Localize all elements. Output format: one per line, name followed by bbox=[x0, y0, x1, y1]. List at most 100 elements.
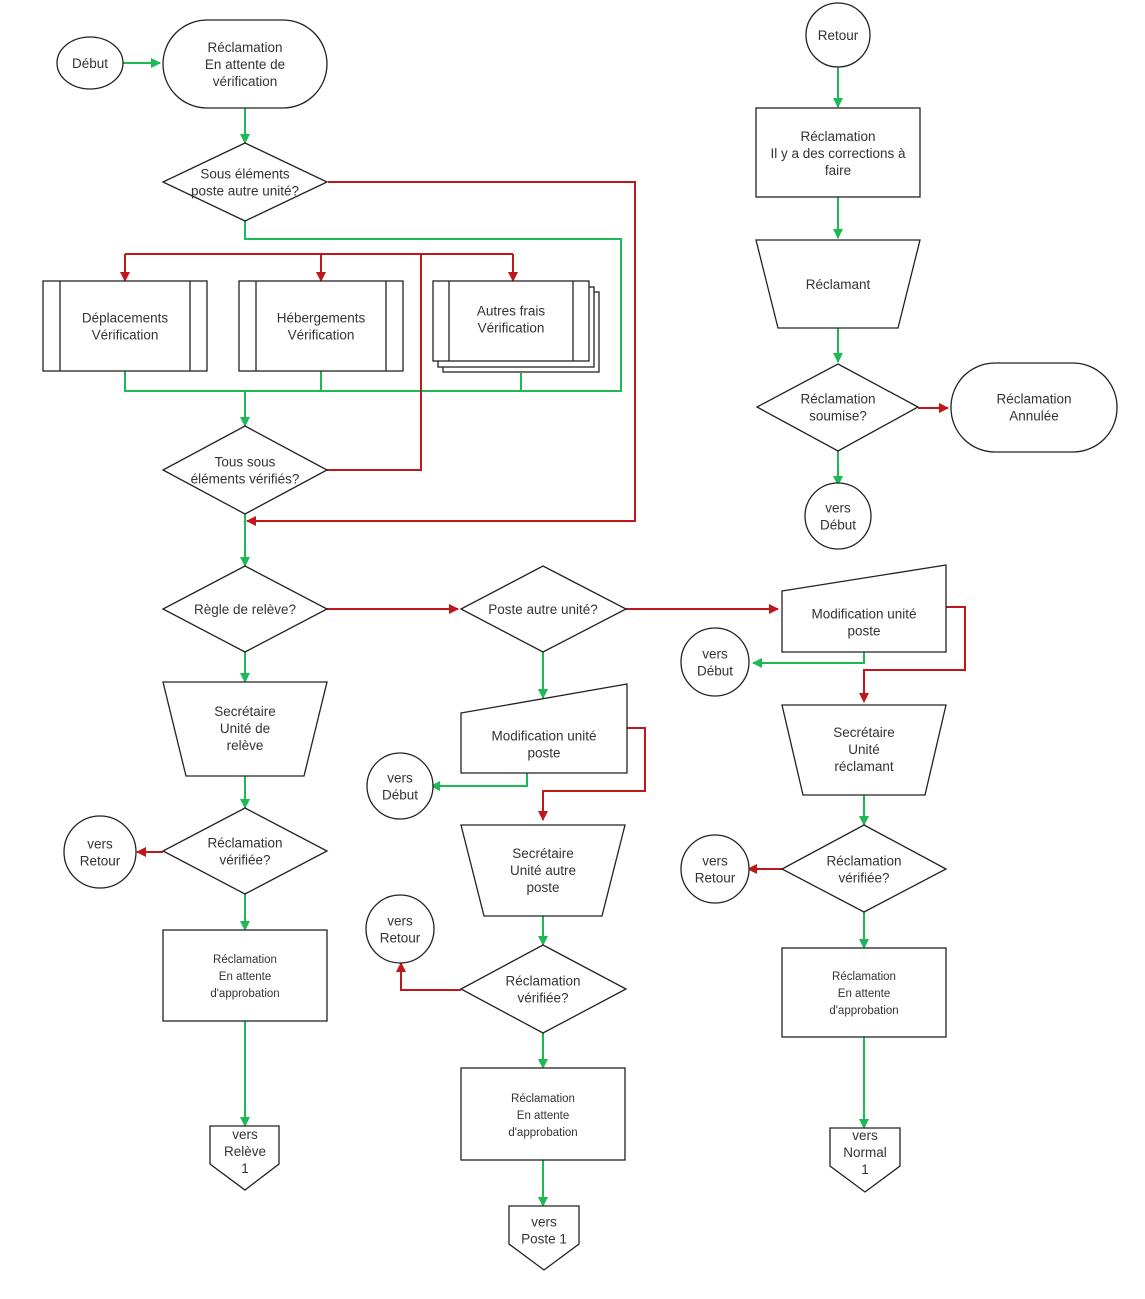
node-label-line: Hébergements bbox=[277, 311, 366, 326]
edge-sous-elements-no-to-tous bbox=[244, 216, 622, 392]
node-label-line: vérifiée? bbox=[838, 871, 889, 886]
node-label-line: Poste autre unité? bbox=[488, 602, 598, 617]
node-label-line: Réclamation bbox=[207, 836, 282, 851]
node-label-line: Réclamation bbox=[505, 974, 580, 989]
node-label-line: Retour bbox=[695, 871, 736, 886]
node-label-line: vérifiée? bbox=[219, 853, 270, 868]
edge-modif-mid-to-debut bbox=[430, 773, 528, 791]
start-node-debut[interactable]: Début bbox=[56, 36, 124, 90]
node-label-line: vers bbox=[387, 771, 413, 786]
edge-modif-right-to-debut bbox=[752, 652, 865, 668]
edge-verifiee-mid-to-retour bbox=[396, 962, 461, 991]
node-label-line: Annulée bbox=[1009, 409, 1059, 424]
decision-node-poste-autre-unite[interactable]: Poste autre unité? bbox=[459, 565, 628, 653]
node-label-line: Retour bbox=[818, 28, 859, 43]
node-label-line: En attente de bbox=[205, 57, 285, 72]
node-label-line: faire bbox=[825, 163, 851, 178]
node-label-line: réclamant bbox=[834, 759, 894, 774]
node-label-line: Secrétaire bbox=[833, 725, 895, 740]
node-label-line: 1 bbox=[861, 1162, 869, 1177]
node-label-line: Poste 1 bbox=[521, 1232, 567, 1247]
node-label: Réclamation vérifiée? bbox=[505, 974, 580, 1006]
decision-node-soumise[interactable]: Réclamation soumise? bbox=[755, 363, 920, 452]
node-label-line: Début bbox=[820, 518, 856, 533]
edge-tous-no-loop bbox=[125, 253, 422, 471]
node-label-line: Relève bbox=[224, 1144, 266, 1159]
node-label-line: Normal bbox=[843, 1145, 887, 1160]
node-label-line: Réclamation bbox=[800, 392, 875, 407]
node-label-line: En attente bbox=[219, 971, 271, 983]
node-label-line: Début bbox=[382, 788, 418, 803]
node-label-line: d'approbation bbox=[210, 988, 279, 1000]
node-label: Réclamation soumise? bbox=[800, 392, 875, 424]
node-label-line: Déplacements bbox=[82, 311, 169, 326]
node-label-line: En attente bbox=[517, 1110, 569, 1122]
node-label-line: Réclamant bbox=[806, 277, 871, 292]
state-node-attente-verification[interactable]: Réclamation En attente de vérification bbox=[162, 19, 328, 109]
node-label-line: vers bbox=[531, 1215, 557, 1230]
edge-sous-elements-yes bbox=[246, 181, 636, 526]
node-label-line: soumise? bbox=[809, 409, 867, 424]
node-label: Retour bbox=[818, 28, 859, 43]
node-label-line: éléments vérifiés? bbox=[191, 472, 300, 487]
role-node-reclamant[interactable]: Réclamant bbox=[755, 239, 921, 329]
node-label-line: 1 bbox=[241, 1161, 249, 1176]
node-label-line: Vérification bbox=[478, 321, 545, 336]
node-label-line: Unité de bbox=[220, 721, 270, 736]
node-label-line: poste bbox=[527, 746, 560, 761]
start-node-retour[interactable]: Retour bbox=[805, 2, 871, 68]
node-label-line: Autres frais bbox=[477, 304, 546, 319]
decision-node-regle-releve[interactable]: Règle de relève? bbox=[161, 565, 329, 653]
node-label-line: Unité autre bbox=[510, 863, 576, 878]
node-label-line: vérifiée? bbox=[517, 991, 568, 1006]
nodes: Début Réclamation En attente de vérificati… bbox=[42, 2, 1118, 1271]
edge-deplacements-join bbox=[124, 371, 245, 392]
node-label-line: vérification bbox=[213, 74, 278, 89]
node-label-line: Réclamation bbox=[207, 40, 282, 55]
decision-node-verifiee-mid[interactable]: Réclamation vérifiée? bbox=[459, 944, 628, 1034]
decision-node-verifiee-left[interactable]: Réclamation vérifiée? bbox=[161, 807, 329, 895]
state-node-attente-approbation-left[interactable]: Réclamation En attente d'approbation bbox=[162, 929, 328, 1022]
node-label-line: Réclamation bbox=[800, 129, 875, 144]
node-label-line: Réclamation bbox=[213, 954, 277, 966]
